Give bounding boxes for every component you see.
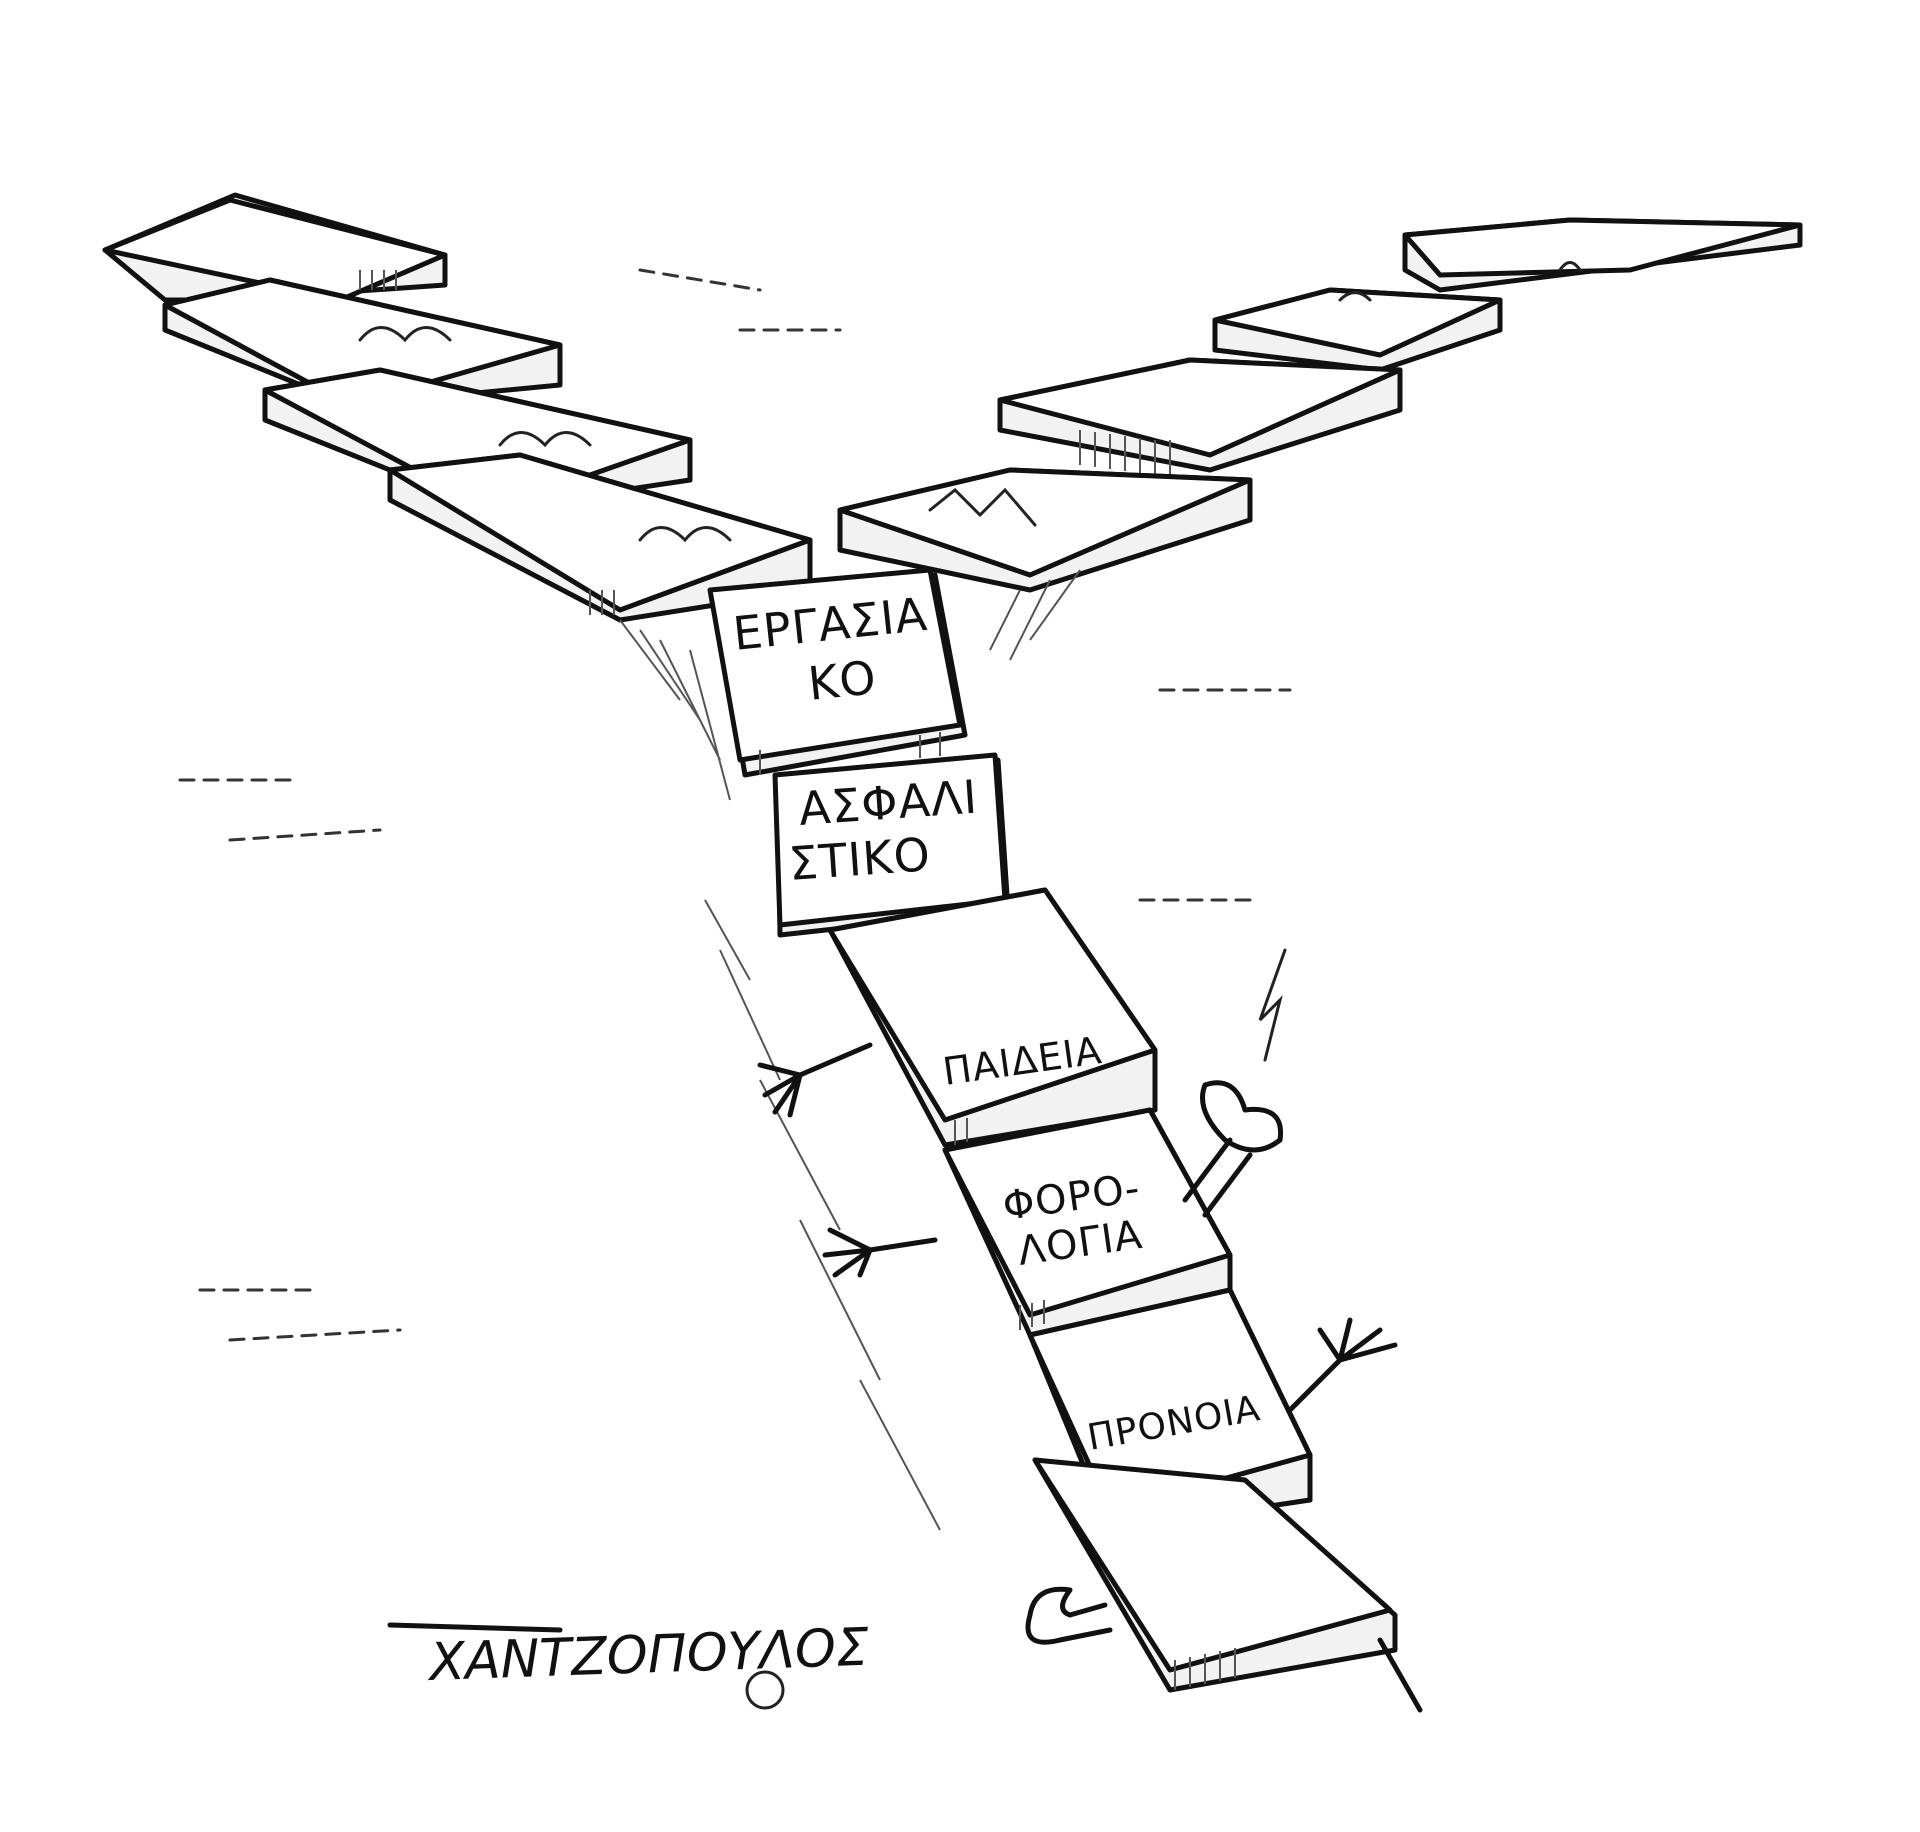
right-branch-slabs bbox=[837, 217, 1803, 593]
slab-forologia: ΦΟΡΟ- ΛΟΓΙΑ bbox=[942, 1107, 1233, 1338]
left-branch-slabs bbox=[102, 192, 813, 623]
hand-left-middle bbox=[822, 1227, 938, 1278]
slab-bottom bbox=[1032, 1457, 1423, 1713]
shading bbox=[619, 569, 1081, 1531]
label-asfalistiko-line1: ΑΣΦΑΛΙ bbox=[797, 770, 980, 836]
hand-left-upper bbox=[757, 1042, 873, 1118]
trunk-slabs: ΕΡΓΑΣΙΑ ΚΟ ΑΣΦΑΛΙ ΣΤΙΚΟ ΠΑΙΔΕΙΑ ΦΟΡΟ- ΛΟ… bbox=[707, 567, 1423, 1713]
foot-bottom-left bbox=[1025, 1586, 1113, 1645]
slab-pronoia: ΠΡΟΝΟΙΑ bbox=[1027, 1287, 1313, 1533]
hand-right-lower bbox=[1287, 1317, 1398, 1413]
slab-ergasiako: ΕΡΓΑΣΙΑ ΚΟ bbox=[707, 567, 968, 778]
slab-asfalistiko: ΑΣΦΑΛΙ ΣΤΙΚΟ bbox=[772, 752, 1011, 938]
background-sketch-marks bbox=[178, 268, 1292, 1342]
artist-signature: ΧΑΝΤΖΟΠΟΥΛΟΣ bbox=[387, 1618, 870, 1710]
slab-paideia: ΠΑΙΔΕΙΑ bbox=[827, 887, 1158, 1148]
people-limbs bbox=[757, 948, 1398, 1645]
label-asfalistiko-line2: ΣΤΙΚΟ bbox=[787, 827, 933, 891]
hand-right-fist bbox=[1182, 1080, 1284, 1218]
label-ergasiako-line2: ΚΟ bbox=[806, 650, 880, 711]
